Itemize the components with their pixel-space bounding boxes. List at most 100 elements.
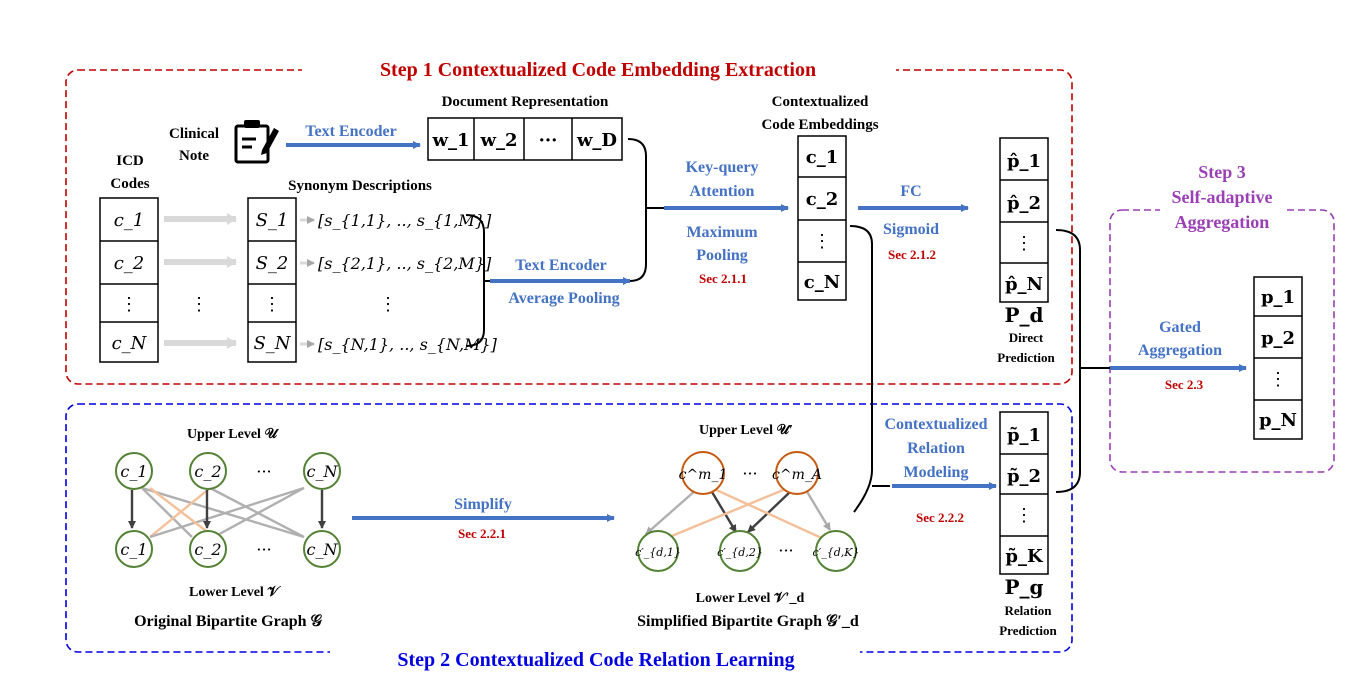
ctx-embedding-column [797,135,847,301]
clinical-note-label-1: Clinical [169,126,219,142]
original-upper-node-n [303,452,341,490]
step1-title: Step 1 Contextualized Code Embedding Ext… [380,59,816,81]
final-cell-dots: ⋮ [1269,369,1287,390]
lower-level-label: Lower Level 𝒱 [189,585,281,600]
synonym-bracket [465,214,485,347]
simp-lower-label-2: c′_{d,2} [717,546,763,559]
ctx-cell-1: c_1 [806,147,838,168]
orig-lower-label-2: c_2 [194,540,221,559]
doc-cell-wd: w_D [576,130,617,151]
original-lower-node-2 [189,530,227,568]
original-graph-edges [128,486,326,539]
simplified-lower-node-1 [637,530,679,572]
pg-cell-1: p̃_1 [1007,425,1041,446]
ctx-cell-n: c_N [804,272,840,293]
pd-cell-1: p̂_1 [1007,151,1041,172]
simplified-upper-node-1 [681,451,725,495]
codes-mid-dots: ⋮ [190,294,208,315]
pg-cell-dots: ⋮ [1015,505,1033,526]
pg-cell-2: p̃_2 [1007,466,1041,487]
relation-prediction-label-2: Prediction [999,623,1057,638]
pd-cell-n: p̂_N [1005,274,1043,295]
sec-221-label: Sec 2.2.1 [458,526,506,541]
step3-title-1: Step 3 [1198,162,1246,182]
gated-label-2: Aggregation [1138,342,1222,359]
step3-title-3: Aggregation [1175,212,1270,232]
orig-lower-label-n: c_N [307,540,339,559]
icd-title-2: Codes [110,176,149,192]
icd-code-column [99,197,159,363]
pd-cell-dots: ⋮ [1015,233,1033,254]
direct-prediction-column [999,137,1049,303]
pd-label: P_d [1004,303,1043,327]
simplified-graph-edges [645,486,832,542]
simplified-graph-label: Simplified Bipartite Graph 𝒢′_d [637,613,859,630]
step2-box [65,403,1073,653]
synonym-list-arrows [300,216,315,348]
original-upper-node-2 [189,452,227,490]
synonym-list-dots: ⋮ [379,294,397,315]
simp-lower-label-k: c′_{d,K} [813,546,860,559]
synonym-set-2: S_2 [256,253,289,274]
icd-title-1: ICD [116,153,144,169]
pg-label: P_g [1004,575,1043,599]
average-pooling-label: Average Pooling [508,290,619,307]
doc-rep-vector [427,117,623,161]
synonym-set-dots: ⋮ [263,294,281,315]
gated-label-1: Gated [1159,319,1201,336]
synonym-list-2: [s_{2,1}, .., s_{2,M}] [318,254,492,273]
max-pooling-label-1: Maximum [686,224,758,241]
original-graph-label: Original Bipartite Graph 𝒢 [134,613,322,630]
icd-code-1: c_1 [114,210,145,231]
doc-cell-dots: ··· [539,130,558,151]
text-encoder-top-label: Text Encoder [305,123,396,140]
upper-level-label: Upper Level 𝒰 [187,426,280,442]
final-cell-2: p_2 [1261,328,1295,349]
pg-cell-k: p̃_K [1005,546,1044,567]
sec-212-label: Sec 2.1.2 [888,247,936,262]
ctx-title-1: Contextualized [772,94,869,110]
ctx-to-relation-bracket [849,225,873,513]
orig-upper-label-2: c_2 [194,462,221,481]
relation-prediction-column [999,411,1049,575]
simp-lower-label-1: c′_{d,1} [635,546,681,559]
synonym-list-n: [s_{N,1}, .., s_{N,M}] [318,335,498,354]
code-to-synonym-arrows [164,213,237,349]
text-encoder-bottom-label: Text Encoder [515,257,606,274]
final-cell-n: p_N [1259,410,1297,431]
simplified-lower-node-2 [719,530,761,572]
simplified-upper-node-a [775,451,819,495]
orig-upper-dots: ··· [256,462,271,481]
icd-code-n: c_N [112,333,148,354]
synonym-column [247,197,297,363]
synonym-title: Synonym Descriptions [288,178,432,194]
simp-upper-label-1: c^m_1 [679,467,728,483]
sigmoid-label: Sigmoid [883,221,939,238]
original-lower-node-1 [115,530,153,568]
original-upper-node-1 [115,452,153,490]
lower-level-s-label: Lower Level 𝒱′_d [696,591,805,606]
simplify-label: Simplify [454,496,512,513]
ctx-relation-label-1: Contextualized [884,416,987,433]
clipboard-icon [234,120,279,164]
relation-prediction-label-1: Relation [1005,603,1053,618]
sec-23-label: Sec 2.3 [1165,377,1204,392]
orig-upper-label-n: c_N [307,462,339,481]
step2-title: Step 2 Contextualized Code Relation Lear… [397,649,794,671]
step3-title-2: Self-adaptive [1172,187,1273,207]
ctx-relation-label-3: Modeling [904,464,969,481]
ctx-relation-label-2: Relation [907,440,965,457]
doc-cell-w2: w_2 [479,130,517,151]
key-query-label-2: Attention [690,183,755,200]
ctx-cell-dots: ⋮ [813,231,831,252]
doc-cell-w1: w_1 [431,130,469,151]
synonym-set-1: S_1 [256,210,289,231]
simp-lower-dots: ··· [778,541,793,560]
synonym-list-1: [s_{1,1}, .., s_{1,M}] [318,211,492,230]
synonym-set-n: S_N [253,333,291,354]
simp-upper-dots: ··· [742,464,757,483]
aggregation-bracket [1055,229,1081,493]
icd-code-2: c_2 [114,253,145,274]
